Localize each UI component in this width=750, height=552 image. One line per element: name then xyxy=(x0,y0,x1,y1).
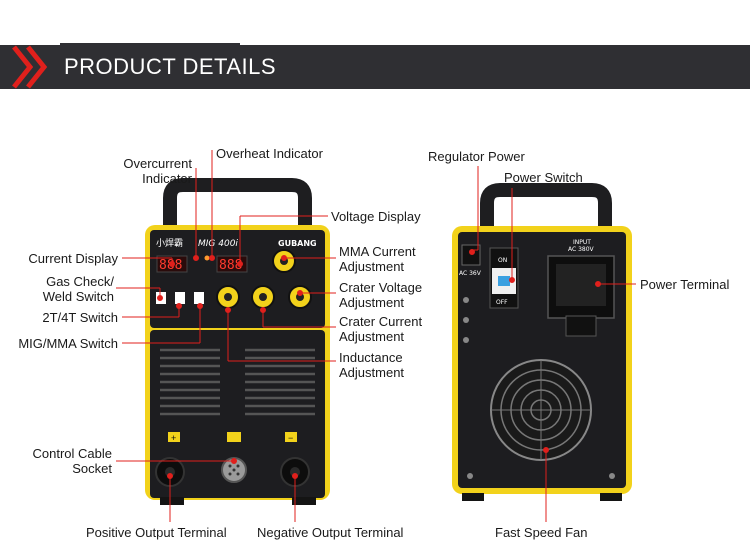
svg-text:−: − xyxy=(288,433,293,443)
label-gas-check: Gas Check/ Weld Switch xyxy=(42,274,114,304)
label-control-cable-socket: Control Cable Socket xyxy=(32,446,113,476)
input-label-1: INPUT xyxy=(573,239,591,246)
banner-title: PRODUCT DETAILS xyxy=(64,54,277,79)
label-overcurrent-indicator: Overcurrent Indicator xyxy=(123,156,192,186)
back-handle xyxy=(480,183,612,239)
label-crater-current: Crater Current Adjustment xyxy=(339,314,423,344)
mig-mma-switch xyxy=(194,292,204,304)
ac-label: AC 36V xyxy=(459,270,482,277)
front-brand-cn: 小焊霸 xyxy=(156,237,183,249)
regulator-power-socket xyxy=(461,244,481,266)
off-label: OFF xyxy=(496,299,508,306)
front-handle xyxy=(163,178,312,239)
front-lower-panel xyxy=(150,330,325,498)
label-power-switch: Power Switch xyxy=(504,170,583,185)
chevron-double-icon xyxy=(12,45,48,89)
callout-lines xyxy=(116,150,636,522)
label-regulator-power: Regulator Power xyxy=(428,149,525,164)
on-label: ON xyxy=(498,257,507,264)
svg-text:+: + xyxy=(171,433,176,443)
label-current-display: Current Display xyxy=(28,251,118,266)
front-machine: 小焊霸 MIG 400i GUBANG 888 888 xyxy=(145,178,330,505)
front-brand: GUBANG xyxy=(278,239,317,248)
label-crater-voltage: Crater Voltage Adjustment xyxy=(339,280,423,310)
voltage-display-digits: 888 xyxy=(219,258,242,273)
back-machine: AC 36V ON OFF INPUT AC 380V xyxy=(452,183,632,501)
two-four-t-switch xyxy=(175,292,185,304)
label-power-terminal: Power Terminal xyxy=(640,277,730,292)
label-fast-speed-fan: Fast Speed Fan xyxy=(495,525,588,540)
banner-top-stripe xyxy=(60,43,240,46)
overheat-led xyxy=(204,255,210,261)
section-banner xyxy=(0,45,750,89)
label-negative-output: Negative Output Terminal xyxy=(257,525,404,540)
front-model: MIG 400i xyxy=(198,239,238,249)
label-voltage-display: Voltage Display xyxy=(331,209,421,224)
label-mma-current: MMA Current Adjustment xyxy=(339,244,416,274)
label-2t-4t-switch: 2T/4T Switch xyxy=(42,310,118,325)
label-inductance: Inductance Adjustment xyxy=(339,350,405,380)
front-vents xyxy=(160,348,315,416)
label-mig-mma-switch: MIG/MMA Switch xyxy=(18,336,118,351)
label-overheat-indicator: Overheat Indicator xyxy=(216,146,323,161)
label-positive-output: Positive Output Terminal xyxy=(86,525,227,540)
input-label-2: AC 380V xyxy=(568,246,595,253)
